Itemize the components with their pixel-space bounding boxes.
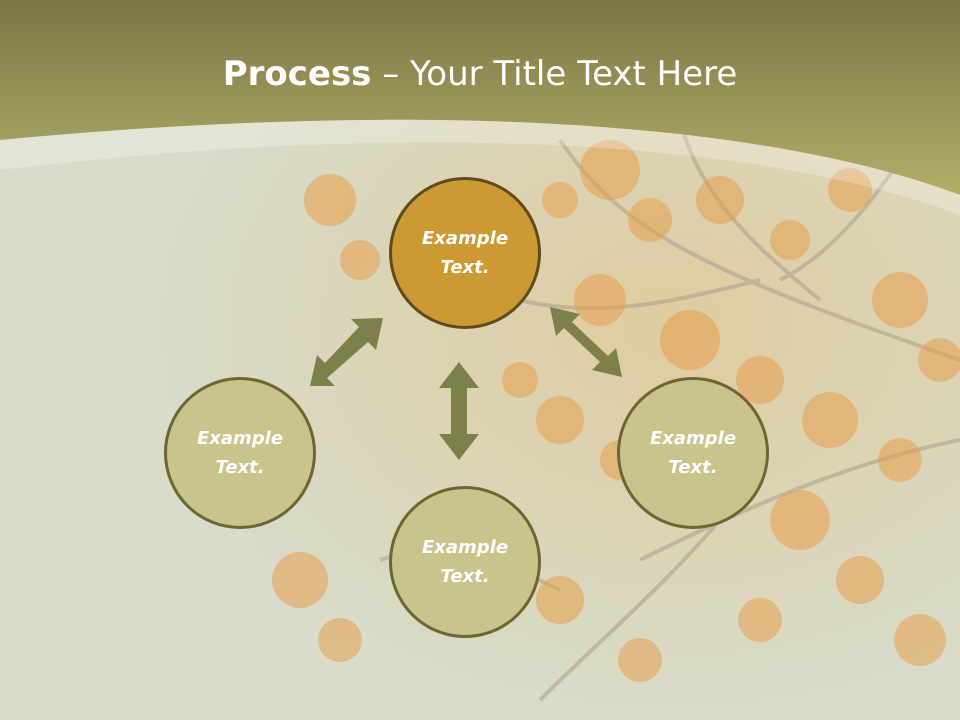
double-arrow-top-left: [310, 318, 383, 386]
double-arrow-top-right: [550, 307, 622, 377]
header-highlight: [0, 119, 960, 215]
node-text-line1: Example: [196, 428, 284, 449]
title-bold: Process: [222, 54, 372, 94]
double-arrow-vertical: [439, 362, 479, 460]
node-text-line1: Example: [649, 428, 737, 449]
title-rest: – Your Title Text Here: [371, 54, 738, 94]
node-text-line2: Text.: [668, 457, 718, 478]
node-text-line1: Example: [421, 537, 509, 558]
header-band: [0, 0, 960, 195]
slide-title: Process – Your Title Text Here: [0, 52, 960, 96]
node-text-line2: Text.: [440, 566, 490, 587]
node-text-line2: Text.: [215, 457, 265, 478]
node-text-line2: Text.: [440, 257, 490, 278]
node-text-line1: Example: [421, 228, 509, 249]
